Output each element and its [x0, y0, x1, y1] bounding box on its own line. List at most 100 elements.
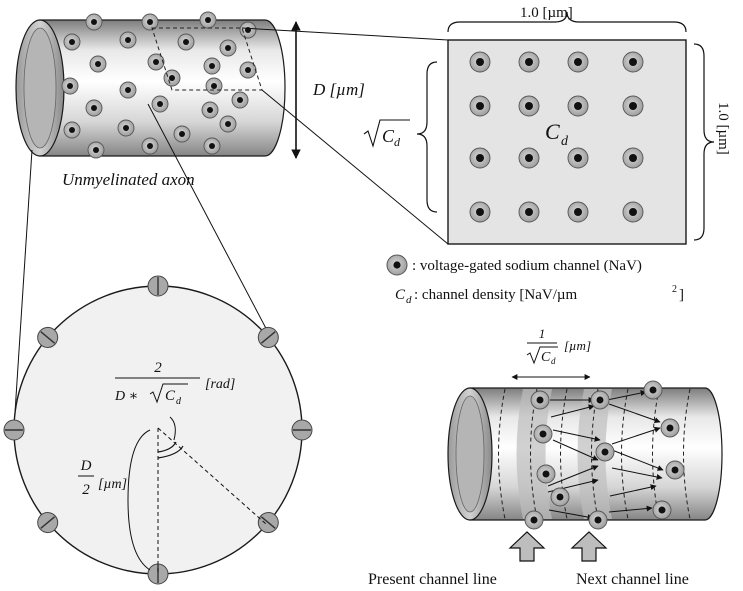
- legend-density-sub: d: [406, 294, 412, 306]
- sodium-channel: [567, 201, 589, 223]
- channel-core: [209, 143, 215, 149]
- sodium-channel: [119, 31, 137, 49]
- sqrt-sub: d: [394, 135, 401, 149]
- angle-den-d: D ∗: [114, 389, 138, 404]
- channel-core: [125, 37, 131, 43]
- channel-core: [205, 17, 211, 23]
- ring-channels: [3, 275, 313, 585]
- angle-arc-2: [157, 445, 184, 459]
- angle-sqrt-symbol: [149, 383, 188, 404]
- prop-channels: [524, 380, 685, 530]
- present-line-arrow: [508, 531, 546, 562]
- legend-channel-text: : voltage-gated sodium channel (NaV): [412, 258, 642, 274]
- channel-core: [525, 58, 533, 66]
- propagation-arrow: [548, 509, 594, 520]
- next-band: [577, 389, 612, 519]
- channel-core: [574, 208, 582, 216]
- angle-arc-1: [157, 441, 177, 453]
- sodium-channel: [219, 39, 237, 57]
- diameter-label: D [µm]: [312, 80, 365, 99]
- zoom-line-bottom: [261, 89, 449, 245]
- channel-core: [179, 131, 185, 137]
- channel-core: [225, 121, 231, 127]
- axon-channels: [61, 11, 257, 159]
- channel-patch: 1.0 [µm] 1.0 [µm] C d C d: [363, 5, 731, 245]
- sodium-channel: [524, 510, 544, 530]
- spacing-sub: d: [551, 356, 556, 366]
- width-label: 1.0 [µm]: [520, 5, 573, 21]
- sodium-channel: [518, 201, 540, 223]
- propagation-arrow: [606, 390, 647, 401]
- sodium-channel: [147, 53, 165, 71]
- height-label: 1.0 [µm]: [715, 102, 731, 155]
- channel-core: [91, 105, 97, 111]
- sodium-channel: [163, 69, 181, 87]
- propagation-arrow: [611, 426, 661, 445]
- sodium-channel: [622, 95, 644, 117]
- propagation-arrow: [608, 505, 653, 513]
- channel-core: [542, 470, 550, 478]
- sodium-channel: [203, 137, 221, 155]
- channel-core: [536, 396, 544, 404]
- legend-density-text: : channel density [NaV/µm: [414, 287, 578, 303]
- channel-core: [245, 67, 251, 73]
- ring-channel: [257, 326, 279, 348]
- channel-core: [574, 154, 582, 162]
- sodium-channel: [141, 13, 159, 31]
- sodium-channel: [203, 57, 221, 75]
- channel-core: [207, 107, 213, 113]
- channel-core: [525, 208, 533, 216]
- channel-core: [169, 75, 175, 81]
- zoom-line-right: [147, 103, 271, 337]
- sodium-channel: [622, 51, 644, 73]
- sodium-channel: [550, 487, 570, 507]
- ring-channel: [147, 563, 169, 585]
- present-line-label: Present channel line: [368, 571, 497, 588]
- sqrt-brace: [416, 61, 438, 213]
- sodium-channel: [536, 464, 556, 484]
- channel-core: [658, 506, 666, 514]
- propagation-arrow: [547, 465, 599, 487]
- sodium-channel: [201, 101, 219, 119]
- channel-core: [476, 208, 484, 216]
- cross-section: 2 D ∗ C d [rad] D 2 [µm]: [3, 275, 313, 585]
- sodium-channel: [652, 500, 672, 520]
- channel-core: [209, 63, 215, 69]
- channel-core: [67, 83, 73, 89]
- sodium-channel: [530, 390, 550, 410]
- radius-num: D: [80, 458, 92, 474]
- sodium-channel: [567, 51, 589, 73]
- channel-core: [671, 466, 679, 474]
- present-band: [516, 389, 552, 519]
- next-line-arrow: [570, 531, 608, 562]
- sodium-channel: [469, 201, 491, 223]
- channel-core: [147, 19, 153, 25]
- propagation-axon: [447, 380, 723, 530]
- legend-density-var: C: [395, 287, 406, 303]
- radius-unit: [µm]: [98, 477, 127, 492]
- axon-caption: Unmyelinated axon: [62, 170, 195, 189]
- sodium-channel: [518, 51, 540, 73]
- channel-core: [596, 396, 604, 404]
- sodium-channel: [219, 115, 237, 133]
- prop-axon-lumen: [455, 395, 485, 513]
- channel-core: [594, 516, 602, 524]
- channel-core: [539, 430, 547, 438]
- sqrt-symbol: [363, 119, 410, 148]
- center-density-sub: d: [561, 134, 569, 149]
- channel-line: [560, 388, 568, 520]
- channel-core: [629, 208, 637, 216]
- axon-cylinder: [15, 11, 286, 159]
- channel-core: [183, 39, 189, 45]
- ring-channel-slot: [40, 331, 56, 344]
- channel-core: [649, 386, 657, 394]
- legend-density-sup: 2: [672, 284, 677, 295]
- width-brace: [447, 11, 687, 33]
- ring-channel: [3, 419, 25, 441]
- channel-line: [652, 388, 660, 520]
- channel-core: [476, 154, 484, 162]
- sodium-channel: [63, 121, 81, 139]
- ring-channel-slot: [40, 516, 56, 529]
- sodium-channel: [622, 201, 644, 223]
